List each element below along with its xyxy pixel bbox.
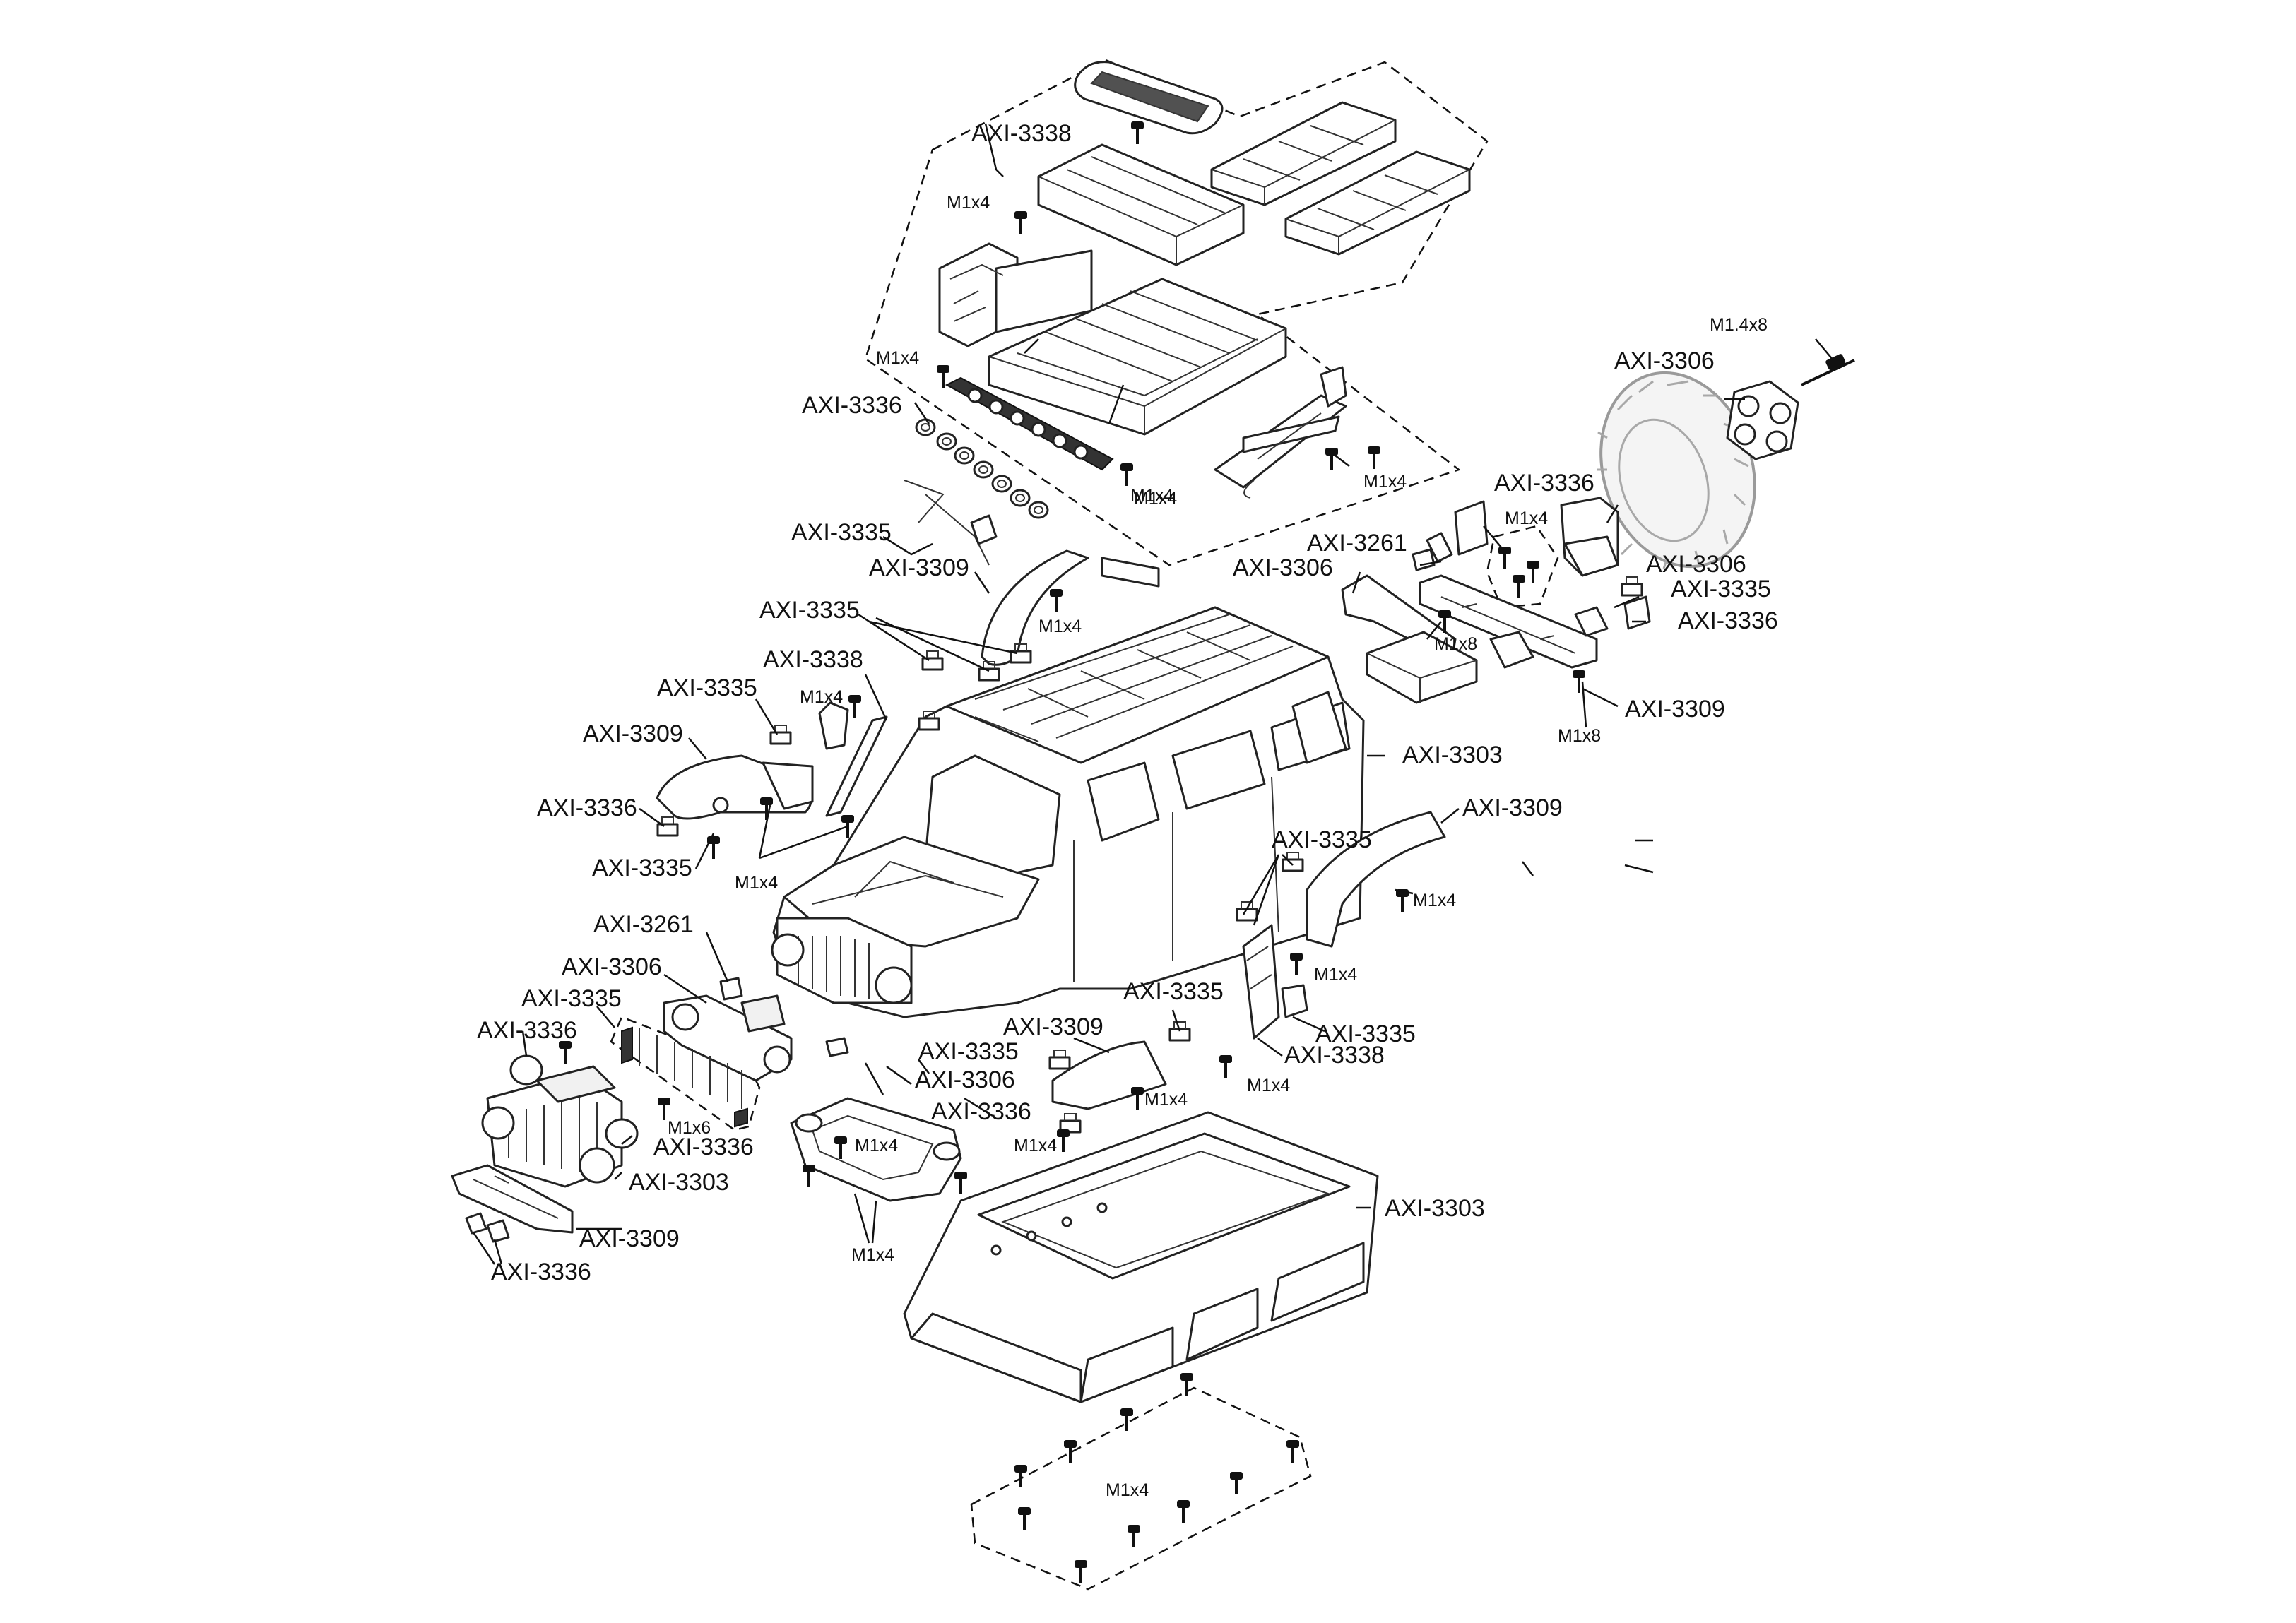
rear-fender-flare-right xyxy=(1306,811,1446,948)
part-label: AXI-3309 xyxy=(579,1225,680,1252)
main-body-shell xyxy=(771,606,1365,1018)
screw-label: M1x4 xyxy=(1314,965,1357,985)
part-label: AXI-3309 xyxy=(1625,696,1725,723)
grille-insert-slats xyxy=(621,1026,748,1128)
roof-rack-group-outline xyxy=(864,59,1489,566)
screw-label: M1x4 xyxy=(1130,486,1173,506)
roof-rack-storage-box-1 xyxy=(1210,101,1397,206)
part-label: AXI-3306 xyxy=(1233,554,1333,581)
screw-label: M1x4 xyxy=(800,687,843,707)
grille-lamp-lenses xyxy=(509,1054,639,1149)
screw-m1-4x8-hub xyxy=(1801,354,1855,386)
roof-rack-shovel-and-tools xyxy=(1214,366,1347,499)
rear-bumper-bar xyxy=(1419,574,1598,669)
screw-label: M1x4 xyxy=(1134,489,1177,509)
front-bumper-tray xyxy=(663,994,793,1082)
roof-rack-main-frame xyxy=(988,278,1287,436)
part-label: AXI-3309 xyxy=(583,720,683,747)
part-label: AXI-3306 xyxy=(562,953,662,980)
screw-label: M1x4 xyxy=(947,193,990,213)
part-label: AXI-3261 xyxy=(593,911,694,938)
hood-light-bar-bracket xyxy=(790,1097,962,1202)
part-label: AXI-3336 xyxy=(653,1134,754,1160)
part-label: AXI-3335 xyxy=(918,1038,1019,1065)
part-label: AXI-3335 xyxy=(521,985,622,1012)
screw-label: M1x4 xyxy=(1038,617,1082,636)
part-label: AXI-3309 xyxy=(1462,795,1563,821)
screw-label: M1x4 xyxy=(735,873,778,893)
part-label: AXI-3306 xyxy=(915,1066,1015,1093)
part-labels: AXI-3338 AXI-3336 AXI-3335 AXI-3309 AXI-… xyxy=(477,120,1778,1285)
part-label: AXI-3338 xyxy=(1284,1042,1385,1069)
roof-rack-light-strip xyxy=(945,376,1114,471)
screw-label: M1x8 xyxy=(1434,634,1477,654)
screw-label: M1x8 xyxy=(1558,726,1601,746)
part-label: AXI-3335 xyxy=(759,597,860,624)
part-label: AXI-3336 xyxy=(802,392,902,419)
hood-screw-group-outline xyxy=(1486,525,1559,609)
grille-insert-group-outline xyxy=(610,1016,761,1131)
screw-label: M1x6 xyxy=(668,1118,711,1138)
screw-label: M1x4 xyxy=(855,1136,898,1155)
tire-carrier-brackets xyxy=(1454,497,1619,577)
part-label: AXI-3303 xyxy=(1385,1195,1485,1222)
screw-label: M1x4 xyxy=(1106,1480,1149,1500)
part-label: AXI-3338 xyxy=(763,646,863,673)
screw-label: M1x4 xyxy=(1363,472,1407,492)
spare-tire xyxy=(1597,371,1756,569)
screw-label: M1x4 xyxy=(1144,1090,1188,1110)
part-label: AXI-3336 xyxy=(491,1259,591,1285)
part-label: AXI-3303 xyxy=(1402,742,1503,768)
front-fender-left xyxy=(656,754,814,820)
part-label: AXI-3336 xyxy=(537,795,637,821)
screw-label: M1x4 xyxy=(1413,891,1456,910)
roof-rack-upper-tray xyxy=(1037,143,1245,266)
part-label: AXI-3335 xyxy=(1671,576,1771,602)
screw-label: M1x4 xyxy=(851,1245,894,1265)
part-label: AXI-3335 xyxy=(1272,826,1372,853)
fender-flare-top xyxy=(981,549,1160,666)
part-label: AXI-3335 xyxy=(1315,1021,1416,1047)
part-label: AXI-3309 xyxy=(1003,1013,1103,1040)
part-label: AXI-3303 xyxy=(629,1169,729,1196)
screw-label: M1x4 xyxy=(1247,1076,1290,1095)
tow-hook-clips xyxy=(465,1212,510,1243)
screw-label: M1x4 xyxy=(876,348,919,368)
windshield-wiper-clips xyxy=(904,480,998,566)
spare-tire-hub-mount xyxy=(1726,380,1799,460)
roof-rack-storage-box-2 xyxy=(1284,150,1471,256)
screw-label: M1x4 xyxy=(1505,509,1548,528)
part-label: AXI-3335 xyxy=(791,519,892,546)
part-label: AXI-3335 xyxy=(657,674,757,701)
part-label: AXI-3306 xyxy=(1614,347,1715,374)
part-label: AXI-3336 xyxy=(931,1098,1031,1125)
part-label: AXI-3336 xyxy=(1678,607,1778,634)
side-mirror-right xyxy=(1242,924,1308,1040)
part-label: AXI-3335 xyxy=(592,855,692,881)
part-label: AXI-3336 xyxy=(1494,470,1594,497)
screw-size-labels: M1x4 M1x4 M1x4 M1x4 M1x4 M1x4 M1x4 M1x6 … xyxy=(668,193,1768,1500)
bottom-screw-group-outline xyxy=(970,1386,1312,1591)
part-label: AXI-3261 xyxy=(1307,530,1407,557)
part-label: AXI-3338 xyxy=(971,120,1072,147)
front-grille xyxy=(481,1065,623,1188)
part-label: AXI-3335 xyxy=(1123,978,1224,1005)
screw-label: M1x4 xyxy=(1014,1136,1057,1155)
part-label: AXI-3336 xyxy=(477,1017,577,1044)
leader-lines xyxy=(472,123,1834,1265)
mirror-and-cowl-brace xyxy=(818,701,888,817)
hardtop-shell xyxy=(903,1111,1379,1403)
screw-label: M1.4x8 xyxy=(1710,315,1768,335)
roof-rack-light-bar xyxy=(1074,61,1224,135)
skid-plate-front xyxy=(451,1164,574,1234)
lamp-bulbs xyxy=(719,548,1436,1057)
part-label: AXI-3309 xyxy=(869,554,969,581)
part-label: AXI-3306 xyxy=(1646,551,1746,578)
